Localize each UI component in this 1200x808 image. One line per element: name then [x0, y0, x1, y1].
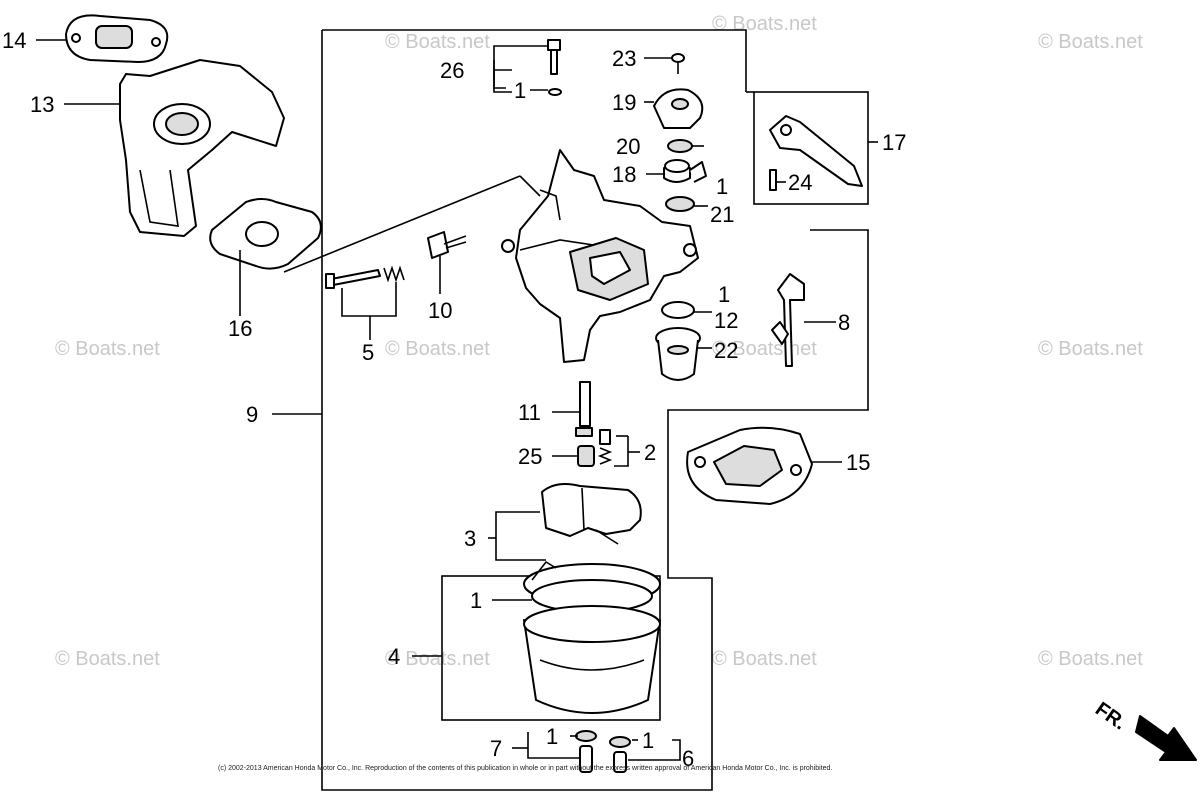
label-26: 26	[440, 58, 464, 83]
label-13: 13	[30, 92, 54, 117]
label-22: 22	[714, 338, 738, 363]
part-10-screw	[427, 231, 467, 259]
label-24: 24	[788, 170, 812, 195]
part-21-washer	[665, 196, 695, 212]
watermark: © Boats.net	[1038, 31, 1143, 53]
label-9: 9	[246, 402, 258, 427]
part-15-gasket	[686, 426, 813, 505]
label-21: 21	[710, 202, 734, 227]
label-6: 6	[682, 746, 694, 771]
label-15: 15	[846, 450, 870, 475]
part-6-bolt	[609, 736, 631, 773]
watermark: © Boats.net	[55, 648, 160, 670]
label-7: 7	[490, 736, 502, 761]
part-11-main-nozzle	[575, 381, 593, 437]
part-2-drain-screw	[597, 429, 613, 465]
part-18-valve	[663, 159, 707, 183]
label-16: 16	[228, 316, 252, 341]
watermark: © Boats.net	[712, 13, 817, 35]
label-1: 1	[716, 174, 728, 199]
part-23-screw	[671, 53, 685, 74]
label-1: 1	[514, 78, 526, 103]
part-26-screw	[547, 39, 562, 96]
watermark: © Boats.net	[55, 338, 160, 360]
part-13-bracket	[119, 59, 285, 237]
part-12-o-ring	[661, 301, 695, 319]
watermark: © Boats.net	[1038, 338, 1143, 360]
label-25: 25	[518, 444, 542, 469]
watermark: © Boats.net	[1038, 648, 1143, 670]
part-16-gasket	[209, 198, 322, 270]
watermark: © Boats.net	[712, 648, 817, 670]
label-17: 17	[882, 130, 906, 155]
part-19-cover	[653, 88, 704, 129]
label-5: 5	[362, 340, 374, 365]
watermark: © Boats.net	[385, 648, 490, 670]
label-1: 1	[470, 588, 482, 613]
front-direction-label: FR.	[1091, 698, 1130, 735]
label-18: 18	[612, 162, 636, 187]
part-labels: 14 13 16 5 10 9 26 1 23 19 20 18 1 21 17…	[2, 28, 906, 771]
leader-lines	[36, 39, 878, 761]
carburetor-body	[283, 149, 699, 363]
label-14: 14	[2, 28, 26, 53]
label-1: 1	[546, 724, 558, 749]
label-11: 11	[518, 400, 541, 425]
part-24-pin	[769, 169, 777, 191]
part-25-main-jet	[577, 445, 595, 467]
part-7-washer	[575, 730, 597, 773]
front-direction-arrow: FR.	[1091, 698, 1197, 761]
label-23: 23	[612, 46, 636, 71]
label-3: 3	[464, 526, 476, 551]
label-1: 1	[642, 728, 654, 753]
part-3-float	[541, 483, 642, 545]
part-22-jet-holder	[655, 327, 701, 381]
part-4-float-chamber	[523, 560, 661, 714]
label-4: 4	[388, 644, 400, 669]
part-17-lever	[769, 115, 863, 187]
part-8-lever	[771, 273, 805, 367]
part-5-pilot-screw	[325, 265, 405, 289]
watermark-group: © Boats.net © Boats.net © Boats.net © Bo…	[55, 13, 1143, 670]
watermark: © Boats.net	[385, 338, 490, 360]
part-20-washer	[667, 139, 693, 153]
label-8: 8	[838, 310, 850, 335]
part-14-gasket	[65, 14, 169, 63]
label-10: 10	[428, 298, 452, 323]
watermark: © Boats.net	[385, 31, 490, 53]
label-1: 1	[718, 282, 730, 307]
label-12: 12	[714, 308, 738, 333]
label-19: 19	[612, 90, 636, 115]
label-20: 20	[616, 134, 640, 159]
copyright-notice: (c) 2002-2013 American Honda Motor Co., …	[218, 765, 832, 772]
label-2: 2	[644, 440, 656, 465]
